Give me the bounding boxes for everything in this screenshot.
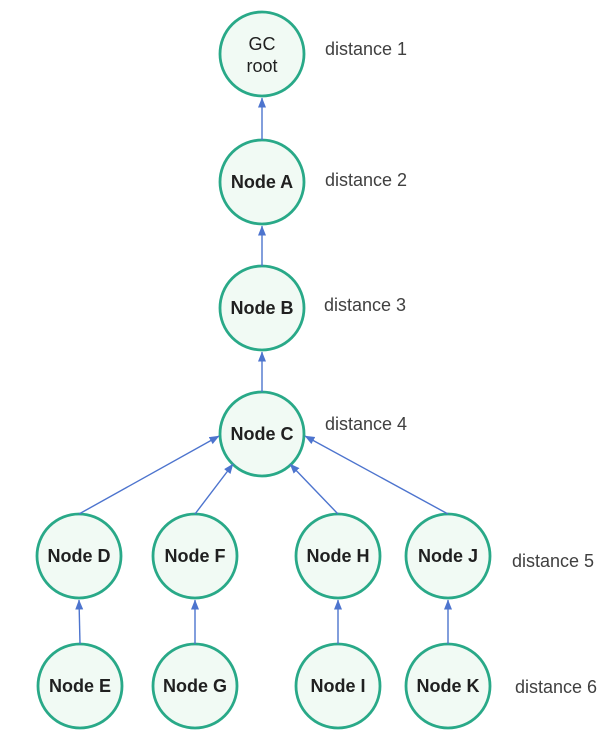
node-e: Node E bbox=[36, 642, 124, 730]
node-b: Node B bbox=[218, 264, 306, 352]
node-c: Node C bbox=[218, 390, 306, 478]
node-label-e: Node E bbox=[49, 676, 111, 696]
distance-label-6: distance 6 bbox=[515, 677, 597, 697]
distance-label-2: distance 2 bbox=[325, 170, 407, 190]
node-label-d: Node D bbox=[48, 546, 111, 566]
node-k: Node K bbox=[404, 642, 492, 730]
node-label-a: Node A bbox=[231, 172, 293, 192]
edge-node-d-to-node-c bbox=[78, 435, 220, 515]
node-label-gc-root-line2: root bbox=[246, 56, 277, 76]
node-i: Node I bbox=[294, 642, 382, 730]
node-label-i: Node I bbox=[310, 676, 365, 696]
node-label-c: Node C bbox=[231, 424, 294, 444]
node-label-h: Node H bbox=[307, 546, 370, 566]
edge-node-e-to-node-d bbox=[75, 599, 84, 645]
node-label-gc-root-line1: GC bbox=[249, 34, 276, 54]
node-a: Node A bbox=[218, 138, 306, 226]
node-label-g: Node G bbox=[163, 676, 227, 696]
node-h: Node H bbox=[294, 512, 382, 600]
edge-node-f-to-node-c bbox=[194, 463, 234, 515]
edge-node-h-to-node-c bbox=[289, 463, 339, 515]
distance-label-4: distance 4 bbox=[325, 414, 407, 434]
node-j: Node J bbox=[404, 512, 492, 600]
node-g: Node G bbox=[151, 642, 239, 730]
node-f: Node F bbox=[151, 512, 239, 600]
node-d: Node D bbox=[35, 512, 123, 600]
node-label-k: Node K bbox=[417, 676, 480, 696]
distance-label-1: distance 1 bbox=[325, 39, 407, 59]
node-label-b: Node B bbox=[231, 298, 294, 318]
node-label-f: Node F bbox=[165, 546, 226, 566]
node-circle-gc-root bbox=[218, 10, 306, 98]
edge-node-j-to-node-c bbox=[304, 435, 449, 515]
distance-label-5: distance 5 bbox=[512, 551, 594, 571]
node-gc-root: GC root bbox=[218, 10, 306, 98]
distance-label-3: distance 3 bbox=[324, 295, 406, 315]
node-label-j: Node J bbox=[418, 546, 478, 566]
